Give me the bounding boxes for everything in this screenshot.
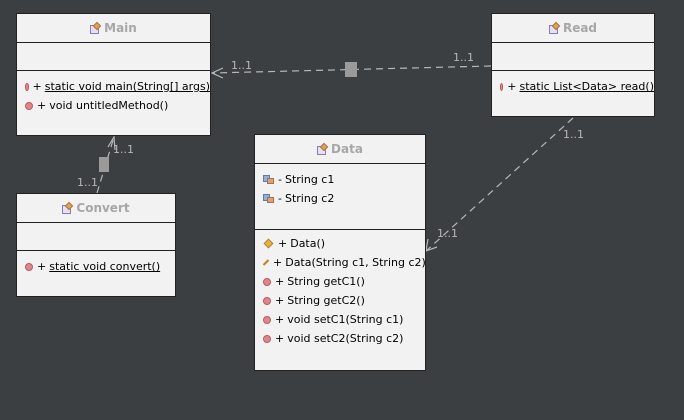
operation-signature: void untitledMethod() xyxy=(49,99,169,112)
attribute-row[interactable]: - String c2 xyxy=(255,189,425,208)
class-icon xyxy=(62,201,74,214)
operation-signature: static void main(String[] args) xyxy=(44,80,210,93)
operation-signature: void setC2(String c2) xyxy=(287,332,404,345)
operation-row[interactable]: + void setC2(String c2) xyxy=(255,329,425,348)
class-name-read: Read xyxy=(562,21,598,35)
edge-handle[interactable] xyxy=(345,62,357,77)
operation-row[interactable]: + Data() xyxy=(255,234,425,253)
attributes-compartment xyxy=(492,43,654,71)
edge-handle[interactable] xyxy=(99,157,109,172)
edge-convert-main-source-multiplicity: 1..1 xyxy=(77,176,98,189)
class-box-read[interactable]: Read + static List<Data> read() xyxy=(491,13,655,117)
operations-compartment: + static List<Data> read() xyxy=(492,71,654,96)
visibility-marker: + xyxy=(32,80,42,93)
class-title: Read xyxy=(492,14,654,43)
edge-read-data-source-multiplicity: 1..1 xyxy=(563,128,584,141)
class-box-data[interactable]: Data - String c1 - String c2 + Data() + xyxy=(254,134,426,371)
method-icon xyxy=(25,101,33,110)
field-icon xyxy=(263,175,274,184)
class-box-main[interactable]: Main + static void main(String[] args) +… xyxy=(16,13,211,136)
visibility-marker: + xyxy=(278,237,288,250)
operations-compartment: + static void convert() xyxy=(17,251,175,276)
attribute-row[interactable]: - String c1 xyxy=(255,170,425,189)
edge-read-main-source-multiplicity: 1..1 xyxy=(453,51,474,64)
attributes-compartment xyxy=(17,43,210,71)
operation-row[interactable]: + void untitledMethod() xyxy=(17,96,210,115)
visibility-marker: + xyxy=(37,260,47,273)
method-icon xyxy=(263,296,271,305)
operation-row[interactable]: + Data(String c1, String c2) xyxy=(255,253,426,272)
edge-read-data-target-multiplicity: 1..1 xyxy=(437,227,458,240)
operation-signature: static List<Data> read() xyxy=(519,80,654,93)
constructor-icon xyxy=(262,259,270,266)
attribute-signature: String c2 xyxy=(284,192,335,205)
operation-row[interactable]: + String getC2() xyxy=(255,291,425,310)
class-title: Convert xyxy=(17,194,175,223)
class-icon xyxy=(548,21,561,34)
edge-read-main-target-multiplicity: 1..1 xyxy=(231,59,252,72)
visibility-marker: - xyxy=(278,192,282,205)
class-title: Data xyxy=(255,135,425,164)
class-icon xyxy=(90,21,102,34)
operation-row[interactable]: + String getC1() xyxy=(255,272,425,291)
visibility-marker: + xyxy=(275,332,285,345)
operation-signature: static void convert() xyxy=(49,260,161,273)
edge-read-data[interactable]: 1..1 1..1 xyxy=(425,117,584,252)
edge-read-main[interactable]: 1..1 1..1 xyxy=(210,51,492,79)
method-icon xyxy=(263,277,271,286)
operation-signature: Data() xyxy=(290,237,326,250)
operations-compartment: + static void main(String[] args) + void… xyxy=(17,71,210,115)
operation-signature: Data(String c1, String c2) xyxy=(285,256,426,269)
method-icon xyxy=(263,334,271,343)
class-name-convert: Convert xyxy=(76,201,130,215)
class-box-convert[interactable]: Convert + static void convert() xyxy=(16,193,176,297)
method-icon xyxy=(263,315,271,324)
visibility-marker: + xyxy=(37,99,47,112)
operation-signature: void setC1(String c1) xyxy=(287,313,404,326)
operation-row[interactable]: + void setC1(String c1) xyxy=(255,310,425,329)
attributes-compartment xyxy=(17,223,175,251)
visibility-marker: + xyxy=(275,275,285,288)
class-name-main: Main xyxy=(104,21,137,35)
operation-row[interactable]: + static void main(String[] args) xyxy=(17,77,210,96)
attributes-compartment: - String c1 - String c2 xyxy=(255,164,425,230)
visibility-marker: + xyxy=(275,294,285,307)
operation-row[interactable]: + static List<Data> read() xyxy=(492,77,654,96)
field-icon xyxy=(263,194,274,203)
visibility-marker: + xyxy=(275,313,285,326)
operation-signature: String getC2() xyxy=(287,294,365,307)
constructor-icon xyxy=(263,238,274,249)
visibility-marker: - xyxy=(278,173,282,186)
edge-convert-main-target-multiplicity: 1..1 xyxy=(113,143,134,156)
method-icon xyxy=(25,262,33,271)
visibility-marker: + xyxy=(273,256,283,269)
class-title: Main xyxy=(17,14,210,43)
class-name-data: Data xyxy=(331,142,363,156)
visibility-marker: + xyxy=(507,80,517,93)
attribute-signature: String c1 xyxy=(284,173,335,186)
edge-convert-main[interactable]: 1..1 1..1 xyxy=(77,135,134,194)
method-icon xyxy=(25,82,29,91)
operations-compartment: + Data() + Data(String c1, String c2) + … xyxy=(255,230,426,348)
method-icon xyxy=(500,82,504,91)
operation-signature: String getC1() xyxy=(287,275,365,288)
class-icon xyxy=(317,142,329,155)
operation-row[interactable]: + static void convert() xyxy=(17,257,175,276)
